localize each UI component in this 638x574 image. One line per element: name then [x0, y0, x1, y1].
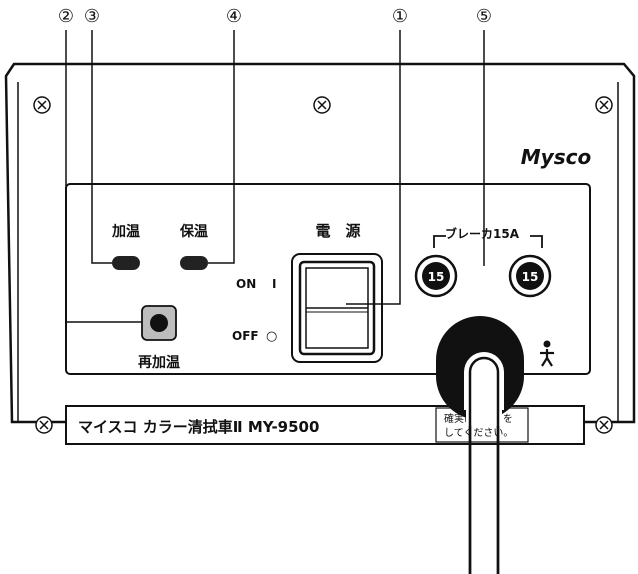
breaker-right[interactable]: 15	[508, 254, 552, 298]
off-label: OFF	[232, 329, 259, 343]
screw-icon	[33, 96, 51, 114]
product-name: マイスコ カラー清拭車Ⅱ MY-9500	[78, 418, 319, 436]
ground-person-icon	[540, 340, 554, 367]
screw-icon	[313, 96, 331, 114]
on-label: ON	[236, 277, 256, 291]
breaker-bracket-left	[433, 235, 446, 248]
power-cord	[436, 316, 524, 574]
keep-warm-label: 保温	[179, 223, 208, 240]
callout-1: ①	[392, 6, 408, 27]
screw-icon	[595, 96, 613, 114]
breaker-left-value: 15	[428, 270, 445, 284]
callout-3: ③	[84, 6, 100, 27]
reheat-button-cap[interactable]	[150, 314, 168, 332]
reheat-label: 再加温	[138, 355, 180, 371]
callout-2: ②	[58, 6, 74, 27]
brand-logo: Mysco	[521, 145, 592, 169]
power-rocker-switch[interactable]	[291, 253, 383, 363]
on-symbol: I	[272, 277, 276, 291]
breaker-label: ブレーカ15A	[445, 226, 520, 241]
leader-lines	[65, 30, 485, 323]
heating-lamp	[112, 256, 140, 270]
power-label: 電 源	[315, 222, 360, 240]
callout-4: ④	[226, 6, 242, 27]
heating-label: 加温	[111, 224, 140, 240]
breaker-bracket-right	[530, 235, 543, 248]
screw-icon	[595, 416, 613, 434]
callout-5: ⑤	[476, 6, 492, 27]
keep-warm-lamp	[180, 256, 208, 270]
breaker-left[interactable]: 15	[414, 254, 458, 298]
screw-icon	[35, 416, 53, 434]
breaker-right-value: 15	[522, 270, 539, 284]
warning-line-2: してください。	[444, 427, 513, 439]
off-symbol: ○	[266, 329, 277, 344]
